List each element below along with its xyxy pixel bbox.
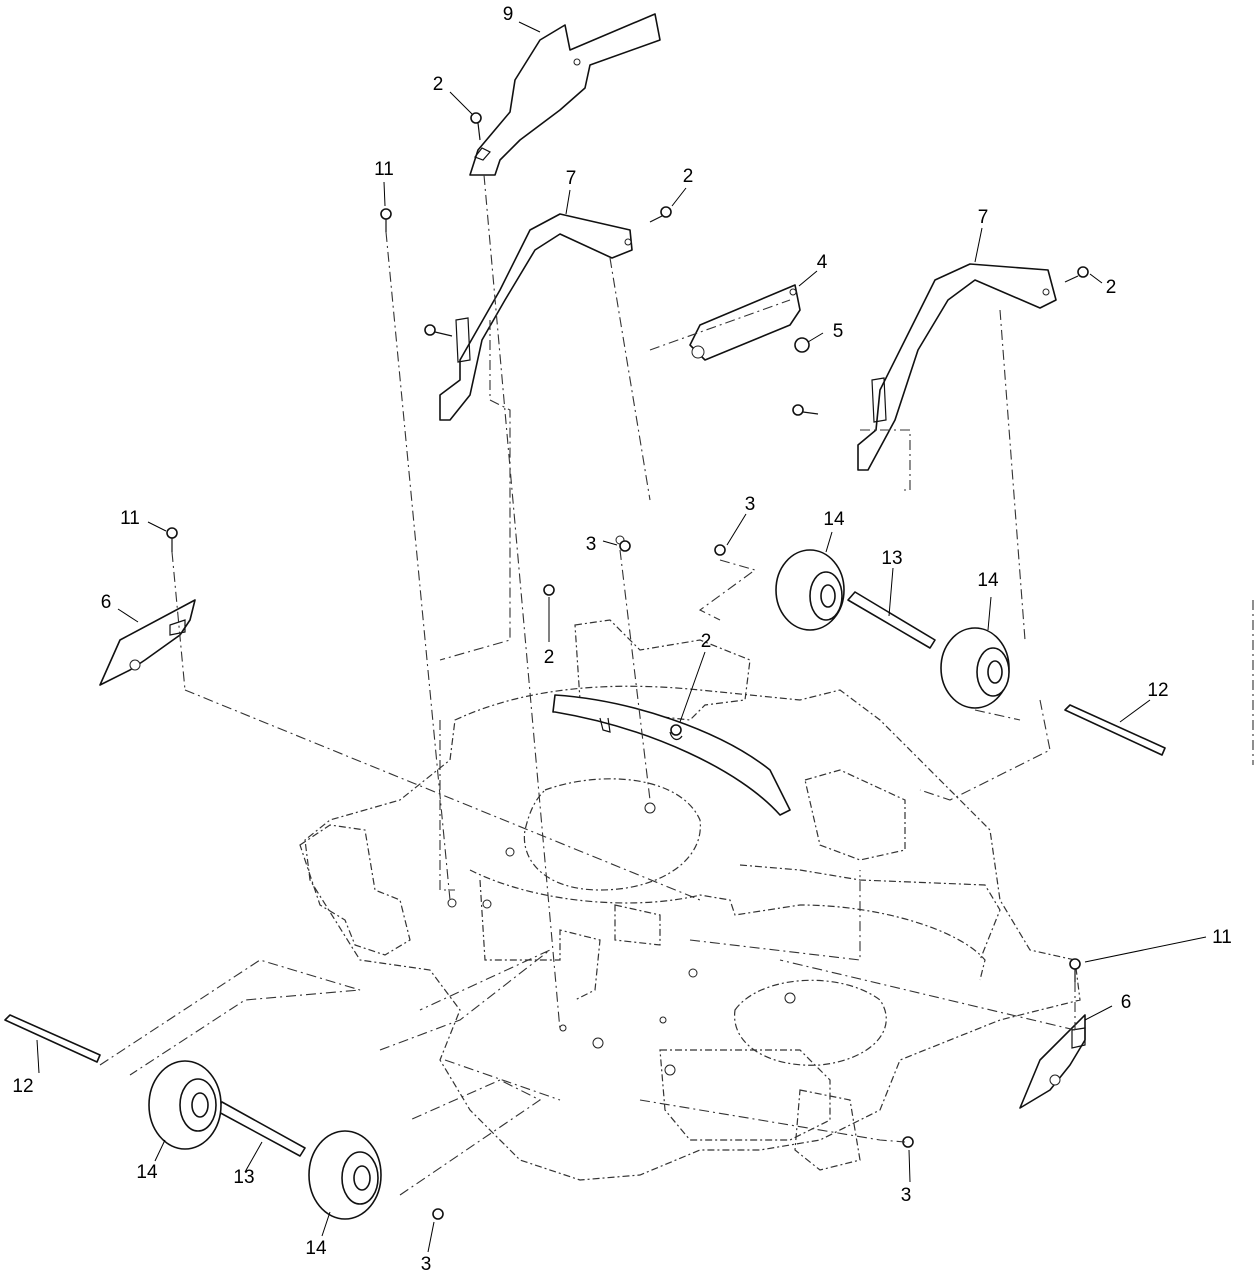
callout-12: 12 [12,1076,33,1097]
part-13-spacer-left [214,1101,306,1157]
callout-3: 3 [901,1185,912,1206]
callout-4: 4 [817,252,828,273]
callout-6: 6 [101,592,112,613]
assembly-center-lines [99,174,1254,1196]
part-13-spacer-right [847,591,936,649]
callout-11: 11 [120,508,140,529]
callout-3: 3 [586,534,597,555]
belt-shield [552,694,791,816]
callout-14: 14 [823,509,845,530]
callout-14: 14 [977,570,999,591]
callout-11: 11 [374,159,394,180]
part-4-bracket [689,284,801,361]
part-12-axle-right [1064,704,1166,756]
part-14-wheel-left-front [308,1130,382,1220]
callout-3: 3 [745,494,756,515]
callout-2: 2 [433,74,444,95]
callout-13: 13 [233,1167,254,1188]
part-9-shield [469,13,661,176]
callout-leaders [36,21,1207,1253]
part-6-left-bracket [99,599,196,686]
callout-11: 11 [1212,927,1232,948]
part-7-left-shield [439,213,633,421]
callout-7: 7 [566,168,577,189]
callout-12: 12 [1147,680,1168,701]
callout-14: 14 [136,1162,158,1183]
part-14-wheel-left-rear [148,1060,222,1150]
callout-labels: 9 2 11 7 2 7 4 2 5 11 6 3 3 14 2 13 14 2… [12,4,1231,1275]
callout-2: 2 [683,166,694,187]
callout-7: 7 [978,207,989,228]
callout-13: 13 [881,548,902,569]
callout-2: 2 [544,647,555,668]
part-6-right-bracket [1019,1014,1086,1109]
part-7-right-shield [857,263,1057,471]
callout-2: 2 [1106,277,1117,298]
part-12-axle-left [4,1014,101,1063]
part-14-wheel-right-rear [775,549,845,631]
callout-6: 6 [1121,992,1132,1013]
callout-3: 3 [421,1254,432,1275]
part-14-wheel-right-front [940,627,1010,709]
callout-2: 2 [701,631,712,652]
callout-14: 14 [305,1238,327,1259]
callout-5: 5 [833,321,844,342]
fasteners [166,112,1089,1220]
callout-9: 9 [503,4,514,25]
